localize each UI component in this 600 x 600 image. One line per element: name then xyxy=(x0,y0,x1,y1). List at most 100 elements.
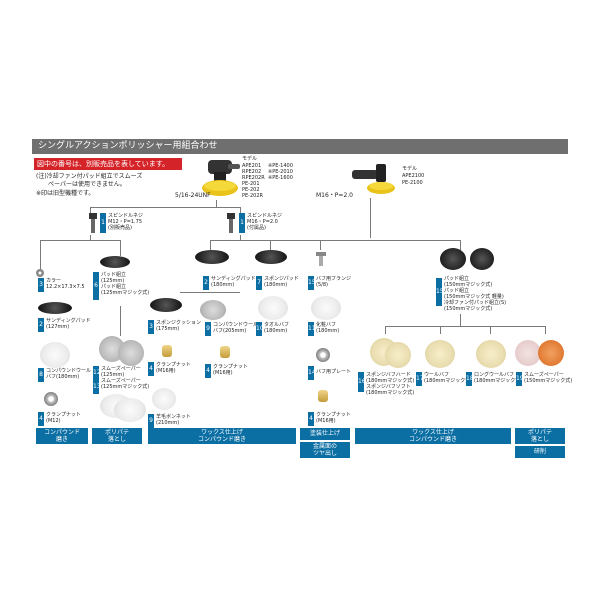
item-spec: (125mmマジック式) xyxy=(101,290,150,296)
item-name: ロングウールバフ xyxy=(474,372,515,378)
item-name: タオルバフ xyxy=(264,322,290,328)
sanding-127-text: サンディングパッド (127mm) xyxy=(46,318,91,330)
connector xyxy=(216,200,217,208)
category-line: ワックス仕上げ xyxy=(412,429,454,436)
item-name: クランプナット xyxy=(46,412,81,418)
item-spec: バフ(205mm) xyxy=(213,328,247,334)
category-line: ポリパテ xyxy=(527,429,552,436)
item-spec: (175mm) xyxy=(156,326,180,332)
item-number: 1 xyxy=(100,213,106,233)
item-name: スピンドルネジ xyxy=(108,213,144,219)
item-name: パッド組立 xyxy=(101,272,127,278)
buff-plate-image xyxy=(316,348,330,362)
item-name: スポンジバフソフト xyxy=(366,384,411,390)
connector xyxy=(210,240,460,241)
section-title: シングルアクションポリッシャー用組合わせ xyxy=(32,139,568,154)
model-name: PE-202 xyxy=(242,187,260,193)
category-line: ツヤ出し xyxy=(312,450,337,457)
connector xyxy=(120,306,121,336)
item-spec: (125mmマジック式) xyxy=(101,384,150,390)
item-spec: (180mmマジック式) xyxy=(474,378,523,384)
connector xyxy=(385,326,545,327)
item-number: 3 xyxy=(148,320,154,334)
collar-image xyxy=(36,269,44,277)
item-spec: (150mmマジック式) xyxy=(444,306,493,312)
item-spec: (5/8) xyxy=(316,282,328,288)
connector xyxy=(545,326,546,334)
collar-text: カラー 12.2×17.3×7.5 xyxy=(46,278,85,290)
item-number: 8 xyxy=(38,368,44,382)
smooth-paper-150-image xyxy=(538,340,564,366)
wool-bonnet-text: 羊毛ボンネット (210mm) xyxy=(156,414,191,426)
sponge-cushion-text: スポンジクッション (175mm) xyxy=(156,320,201,332)
felt-buff-text: 化粧バフ (180mm) xyxy=(316,322,339,334)
connector xyxy=(440,326,441,334)
spindle-left-text: スピンドルネジ M12・P=1.75 (別販売品) xyxy=(108,213,143,231)
item-number: 11 xyxy=(308,322,316,336)
clamp-m16-c-text: クランプナット (M16用) xyxy=(316,412,351,424)
model-name: ※PE-1400 xyxy=(268,163,293,169)
category-compound: コンパウンド 磨き xyxy=(36,428,88,444)
models-right-label: モデル xyxy=(402,166,418,172)
item-name: 冷却ファン付パッド組立(S) xyxy=(444,300,507,306)
model-name: PE-202R xyxy=(242,193,263,199)
item-name: スムーズペーパー xyxy=(101,378,141,384)
sponge-cushion-image xyxy=(150,298,182,312)
item-spec: (125mm) xyxy=(101,278,125,284)
item-name: カラー xyxy=(46,278,62,284)
item-spec: (M12) xyxy=(46,418,61,424)
polisher-right-image xyxy=(352,164,395,194)
buff-flange-text: バフ用フランジ (5/8) xyxy=(316,276,351,288)
wool-bonnet-image xyxy=(152,388,176,410)
polisher-left-image xyxy=(202,160,240,196)
connector xyxy=(210,240,211,250)
item-number: 9 xyxy=(205,322,211,336)
note-2: ペーパーは使用できません。 xyxy=(48,181,126,188)
item-name: スムーズペーパー xyxy=(524,372,564,378)
compound-wool-205-text: コンパウンドウール バフ(205mm) xyxy=(213,322,258,334)
smooth-paper-150-image xyxy=(515,340,541,366)
item-number: 12 xyxy=(93,366,101,380)
item-name: パッド組立 xyxy=(101,284,127,290)
item-number: 4 xyxy=(205,364,211,378)
item-spec: (150mmマジック式) xyxy=(444,282,493,288)
item-spec: (180mm) xyxy=(264,282,288,288)
sponge-buff-soft-image xyxy=(385,342,411,368)
item-spec: (180mmマジック式) xyxy=(424,378,473,384)
clamp-m12-text: クランプナット (M12) xyxy=(46,412,81,424)
models-left-col1: APE201 RPE202 RPE202R PE-201 PE-202 PE-2… xyxy=(242,163,265,199)
clamp-nut-m16-image xyxy=(162,345,172,357)
model-name: PE-201 xyxy=(242,181,260,187)
item-number: 1 xyxy=(239,213,245,233)
item-number: 15 xyxy=(308,276,316,290)
item-name: コンパウンドウール xyxy=(46,368,92,374)
pad-125-text: パッド組立 (125mm) パッド組立 (125mmマジック式) xyxy=(101,272,149,296)
pad-150-fan-image xyxy=(470,248,494,270)
item-name: スポンジクッション xyxy=(156,320,202,326)
connector xyxy=(460,314,461,326)
item-spec: (M16用) xyxy=(316,418,336,424)
sanding-180-text: サンディングパッド (180mm) xyxy=(211,276,256,288)
connector xyxy=(90,235,91,241)
category-line: コンパウンド xyxy=(43,429,80,436)
item-name: クランプナット xyxy=(213,364,248,370)
clamp-nut-m16-image xyxy=(220,346,230,358)
buff-flange-image xyxy=(316,252,326,266)
clamp-m16-a-text: クランプナット (M16用) xyxy=(156,362,191,374)
category-grinding: 研削 xyxy=(515,446,565,458)
item-number: 19 xyxy=(516,372,524,386)
item-number: 16 xyxy=(358,372,366,392)
item-name: クランプナット xyxy=(156,362,191,368)
item-name: スピンドルネジ xyxy=(247,213,283,219)
thread-left: 5/16-24UNF xyxy=(175,192,211,199)
model-name: PE-2100 xyxy=(402,180,423,186)
item-name: 化粧バフ xyxy=(316,322,337,328)
connector xyxy=(90,207,91,215)
sponge-buff-text: スポンジバフハード (180mmマジック式) スポンジバフソフト (180mmマ… xyxy=(366,372,414,396)
compound-wool-180-text: コンパウンドウール バフ(180mm) xyxy=(46,368,91,380)
wool-buff-text: ウールバフ (180mmマジック式) xyxy=(424,372,472,384)
item-number: 9 xyxy=(148,414,154,428)
item-number: 4 xyxy=(308,412,314,426)
item-number: 6 xyxy=(93,272,99,300)
item-name: バフ用フランジ xyxy=(316,276,352,282)
